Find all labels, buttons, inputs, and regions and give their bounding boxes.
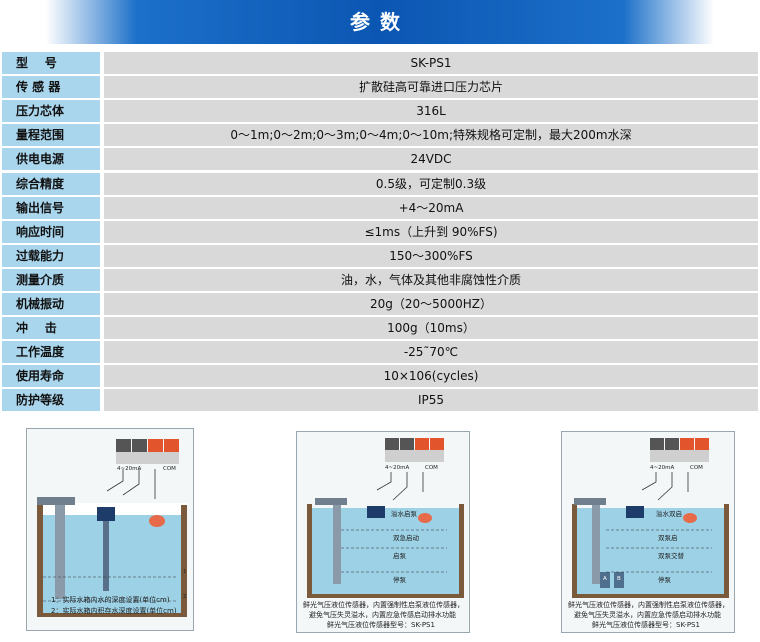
pump-b-label: B	[617, 576, 621, 582]
spec-label: 压力芯体	[2, 100, 100, 123]
tank-illustration-right	[572, 438, 729, 598]
signal-label: 4~20mA	[650, 465, 675, 471]
spec-label: 综合精度	[2, 172, 100, 195]
spec-label: 响应时间	[2, 220, 100, 243]
level-pump-stop: 停泵	[393, 576, 406, 584]
spec-value: 扩散硅高可靠进口压力芯片	[104, 76, 758, 99]
level-pump-stop: 停泵	[658, 576, 671, 584]
pump-a-label: A	[603, 576, 607, 582]
diagram-right: 4~20mA COM 溢水双启 双泵启 双泵交替 停泵 A B 鲜光气压液位传感…	[561, 431, 735, 633]
signal-label: 4~20mA	[385, 465, 410, 471]
spec-row: 响应时间≤1ms（上升到 90%FS)	[0, 220, 760, 243]
spec-row: 输出信号+4～20mA	[0, 196, 760, 219]
spec-value: 150～300%FS	[104, 244, 758, 267]
spec-value: SK-PS1	[104, 52, 758, 74]
spec-label: 测量介质	[2, 268, 100, 291]
level-overflow-dual: 溢水双启	[656, 510, 682, 518]
spec-label: 机械振动	[2, 293, 100, 315]
spec-label: 输出信号	[2, 196, 100, 219]
spec-value: 10×106(cycles)	[104, 365, 758, 388]
com-label: COM	[690, 465, 703, 471]
level-mark-1: 1	[183, 569, 187, 575]
diagram-caption-2: 避免气压失灵溢水，内置应急传感启动排水功能	[309, 611, 456, 619]
spec-label: 冲 击	[2, 317, 100, 340]
spec-value: 0.5级，可定制0.3级	[104, 172, 758, 195]
diagram-note-2: 2：实际水箱内积存水深度设置(单位cm)	[51, 607, 177, 615]
spec-label: 使用寿命	[2, 365, 100, 388]
spec-value: 20g（20～5000HZ）	[104, 293, 758, 315]
diagram-caption-1: 鲜光气压液位传感器，内置强制性启泵液位传感器，	[303, 601, 464, 609]
spec-value: 0～1m;0～2m;0～3m;0～4m;0～10m;特殊规格可定制，最大200m…	[104, 124, 758, 147]
level-dual-alternate: 双泵交替	[658, 552, 684, 560]
spec-value: 24VDC	[104, 148, 758, 171]
diagram-left: 4~20mA COM 1 2 1：实际水箱内水的深度设置(单位cm) 2：实际水…	[26, 428, 194, 631]
level-pump-start: 启泵	[393, 552, 406, 560]
banner-background	[0, 0, 760, 44]
spec-label: 工作温度	[2, 341, 100, 364]
level-emergency-start: 双急启动	[393, 534, 419, 542]
header-banner: 参数	[0, 0, 760, 44]
tank-illustration-middle	[307, 438, 464, 598]
spec-label: 量程范围	[2, 124, 100, 147]
diagram-caption-3: 鲜光气压液位传感器型号：SK-PS1	[327, 621, 435, 629]
spec-value: 油，水，气体及其他非腐蚀性介质	[104, 268, 758, 291]
spec-value: ≤1ms（上升到 90%FS)	[104, 220, 758, 243]
com-label: COM	[425, 465, 438, 471]
diagram-caption-3: 鲜光气压液位传感器型号：SK-PS1	[592, 621, 700, 629]
spec-label: 过载能力	[2, 244, 100, 267]
spec-label: 型 号	[2, 52, 100, 74]
spec-value: 316L	[104, 100, 758, 123]
tank-illustration-left	[37, 439, 187, 617]
diagram-middle: 4~20mA COM 溢水启泵 双急启动 启泵 停泵 鲜光气压液位传感器，内置强…	[296, 431, 470, 633]
spec-value: +4～20mA	[104, 196, 758, 219]
spec-value: 100g（10ms）	[104, 317, 758, 340]
page-title: 参数	[350, 10, 410, 34]
signal-label: 4~20mA	[117, 466, 142, 472]
diagram-note-1: 1：实际水箱内水的深度设置(单位cm)	[51, 596, 170, 604]
diagram-caption-2: 避免气压失灵溢水，内置应急传感启动排水功能	[574, 611, 721, 619]
level-overflow-start: 溢水启泵	[391, 510, 417, 518]
com-label: COM	[163, 466, 176, 472]
spec-row: 工作温度-25˜70℃	[0, 341, 760, 364]
spec-row: 传 感 器扩散硅高可靠进口压力芯片	[0, 76, 760, 99]
spec-label: 防护等级	[2, 389, 100, 412]
spec-value: IP55	[104, 389, 758, 412]
diagram-caption-1: 鲜光气压液位传感器，内置强制性启泵液位传感器，	[568, 601, 729, 609]
level-mark-2: 2	[183, 594, 187, 600]
spec-label: 传 感 器	[2, 76, 100, 99]
level-dual-start: 双泵启	[658, 534, 678, 542]
spec-row: 测量介质油，水，气体及其他非腐蚀性介质	[0, 268, 760, 291]
spec-value: -25˜70℃	[104, 341, 758, 364]
spec-label: 供电电源	[2, 148, 100, 171]
